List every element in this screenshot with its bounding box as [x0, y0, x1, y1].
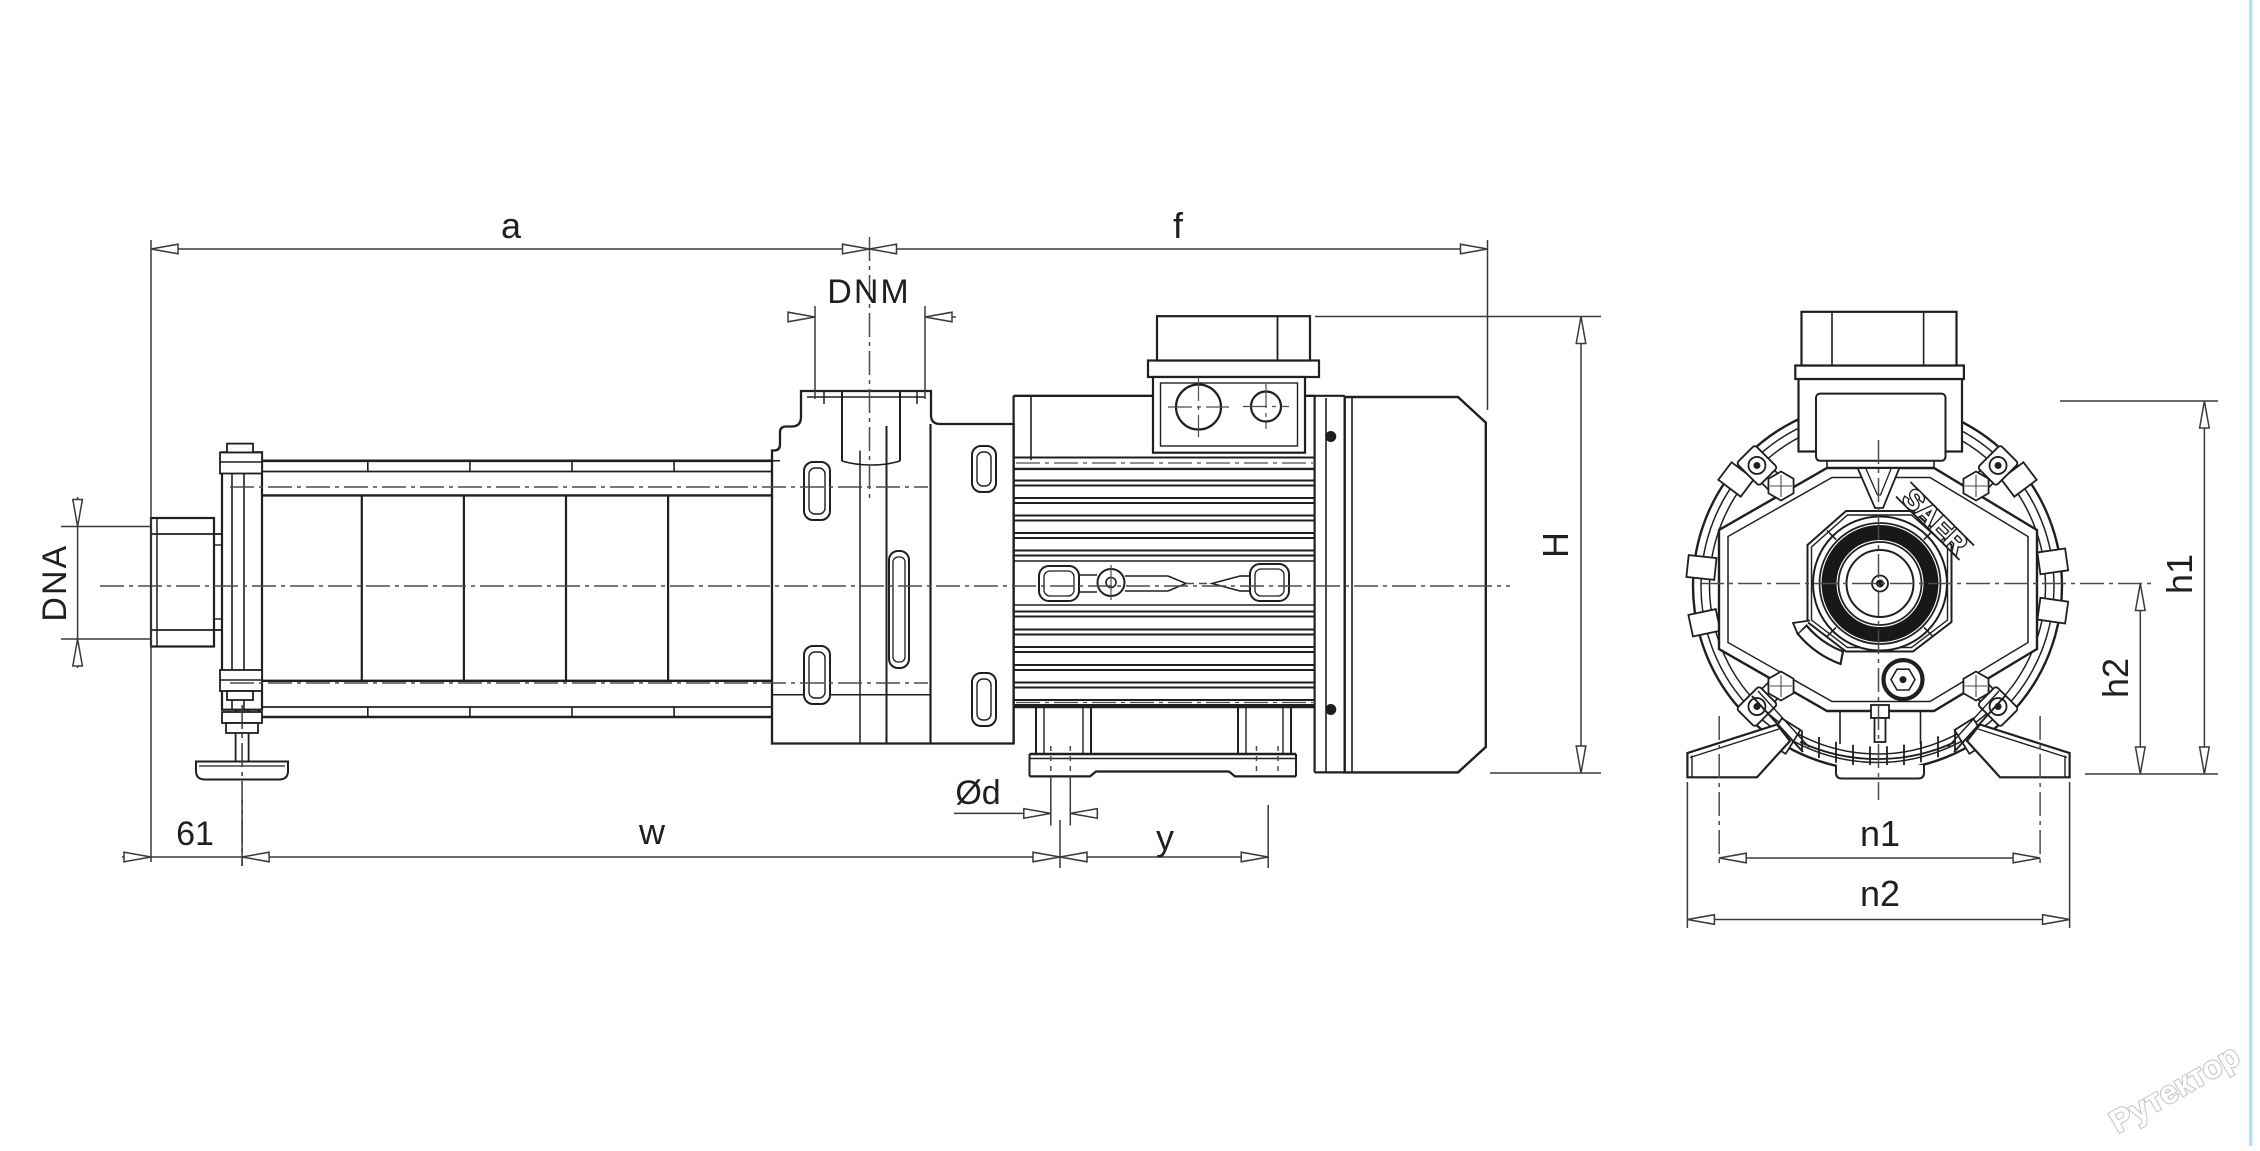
svg-text:n1: n1 — [1860, 813, 1900, 854]
svg-text:n2: n2 — [1860, 873, 1900, 914]
svg-text:a: a — [501, 205, 522, 246]
svg-text:h1: h1 — [2159, 554, 2200, 594]
svg-text:w: w — [638, 811, 666, 852]
svg-text:Ød: Ød — [955, 774, 1000, 812]
svg-text:DNM: DNM — [827, 273, 910, 311]
svg-text:h2: h2 — [2095, 658, 2136, 698]
svg-text:DNA: DNA — [36, 544, 74, 622]
svg-text:61: 61 — [176, 815, 214, 853]
svg-text:y: y — [1156, 817, 1174, 858]
svg-text:H: H — [1535, 532, 1576, 558]
svg-text:f: f — [1173, 205, 1184, 246]
